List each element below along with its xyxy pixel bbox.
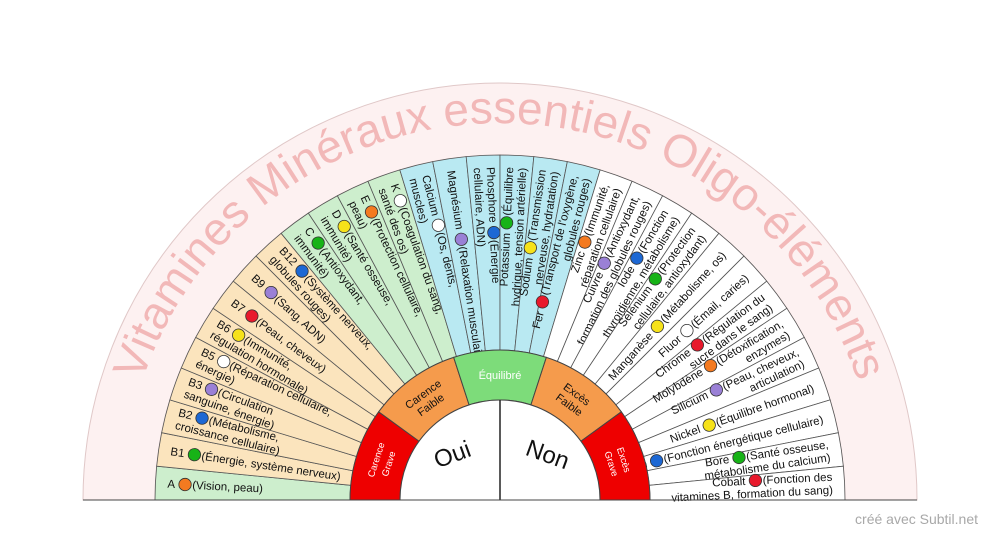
- color-dot-yellow: [702, 418, 716, 432]
- color-dot-green: [187, 448, 202, 462]
- color-dot-green: [648, 272, 662, 286]
- item-name: B1: [170, 446, 186, 460]
- color-dot-purple: [264, 285, 278, 300]
- color-dot-yellow: [232, 328, 246, 342]
- item-name: B2: [177, 407, 194, 422]
- segment-text-line1: Cobalt (Fonction des: [712, 472, 833, 490]
- color-dot-orange: [578, 235, 592, 249]
- color-dot-orange: [364, 205, 379, 219]
- item-name: B3: [186, 377, 203, 393]
- color-dot-red: [535, 295, 550, 309]
- color-dot-blue: [630, 251, 644, 265]
- color-dot-green: [500, 216, 514, 230]
- credit-label: créé avec Subtil.net: [855, 511, 978, 527]
- color-dot-purple: [597, 256, 611, 270]
- color-dot-blue: [487, 226, 501, 240]
- ring-label-3: Équilibré: [479, 369, 522, 382]
- item-name: Phosphore: [484, 167, 499, 223]
- color-dot-red: [245, 309, 259, 323]
- color-dot-green: [311, 236, 325, 250]
- color-dot-blue: [650, 454, 664, 468]
- segment-text-line1: Phosphore (Énergie: [484, 167, 503, 284]
- segment-text-line1: Potassium (Équilibre: [497, 167, 516, 287]
- item-name: Potassium: [498, 233, 513, 287]
- color-dot-red: [748, 473, 763, 488]
- color-dot-green: [732, 450, 746, 465]
- item-desc: (Fonction des: [762, 472, 832, 487]
- segment-text-line2: cellulaire, ADN): [471, 167, 487, 247]
- color-dot-white: [680, 323, 694, 338]
- color-dot-white: [431, 218, 446, 232]
- item-name: Fer: [531, 310, 547, 330]
- color-dot-blue: [295, 264, 309, 278]
- color-dot-white: [217, 354, 231, 369]
- item-desc: (Équilibre: [501, 167, 516, 216]
- color-dot-orange: [703, 359, 718, 373]
- item-name: Cobalt: [712, 476, 747, 490]
- color-dot-red: [690, 338, 704, 352]
- item-name: Bore: [704, 454, 730, 469]
- color-dot-white: [393, 194, 407, 208]
- segments-group: A (Vision, peau)B1 (Énergie, système ner…: [154, 154, 846, 505]
- item-name: B5: [199, 347, 217, 364]
- item-name: A: [167, 479, 176, 491]
- segment-label-1: A (Vision, peau): [167, 477, 263, 495]
- color-dot-purple: [709, 383, 723, 397]
- color-dot-purple: [454, 232, 468, 246]
- segment-text-line1: A (Vision, peau): [167, 479, 263, 496]
- color-dot-yellow: [337, 219, 351, 234]
- color-dot-yellow: [523, 241, 537, 255]
- item-desc: (Vision, peau): [192, 480, 263, 495]
- color-dot-orange: [178, 477, 192, 492]
- item-desc: (Énergie: [487, 240, 502, 284]
- color-dot-blue: [195, 411, 209, 425]
- color-dot-yellow: [650, 319, 664, 333]
- item-name: K: [388, 182, 402, 194]
- color-dot-purple: [204, 382, 219, 396]
- item-name: Sodium: [518, 257, 536, 297]
